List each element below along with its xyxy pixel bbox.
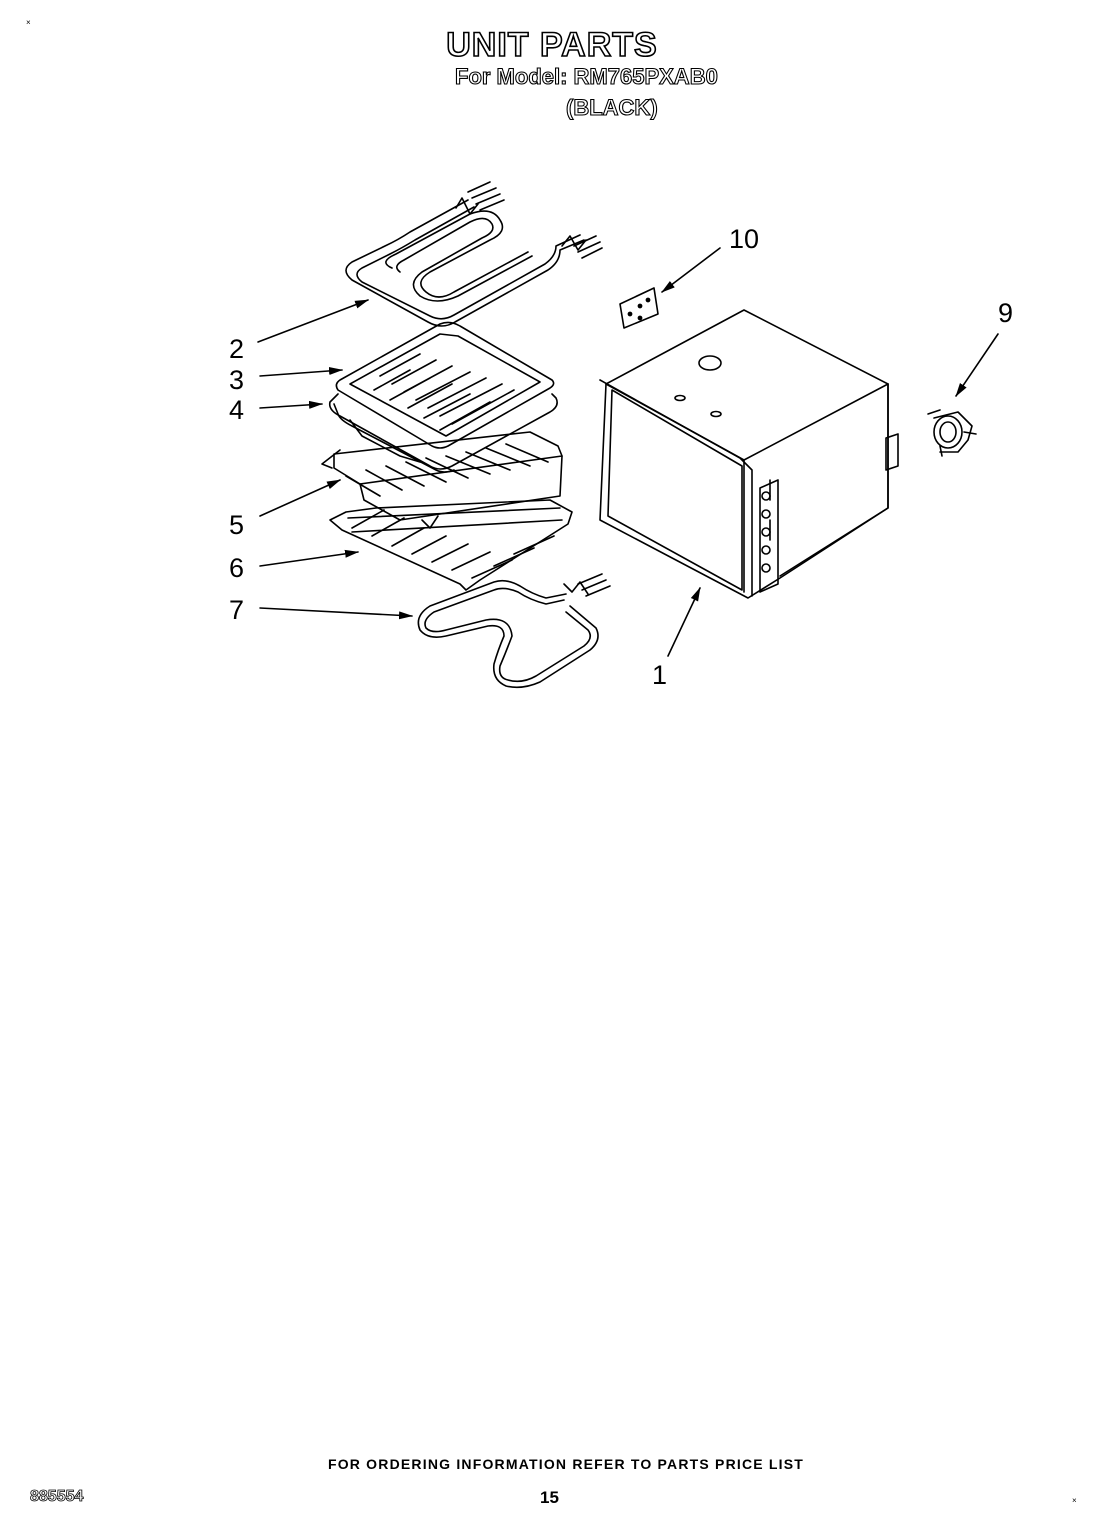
model-color: (BLACK) <box>565 94 658 120</box>
clamp-bracket <box>927 409 977 457</box>
spacer-plate <box>619 287 659 329</box>
callout-10: 10 <box>729 224 759 254</box>
bake-element <box>417 573 611 689</box>
callout-labels: 2 3 4 5 6 7 1 10 9 <box>229 224 1013 690</box>
callout-4: 4 <box>229 395 244 425</box>
corner-mark-top: × <box>26 18 31 27</box>
callout-6: 6 <box>229 553 244 583</box>
page-title: UNIT PARTS <box>445 25 658 65</box>
callout-1: 1 <box>652 660 667 690</box>
exploded-parts-diagram: 2 3 4 5 6 7 1 10 9 <box>229 181 1013 690</box>
oven-cavity <box>599 309 899 599</box>
leader-arrows <box>257 247 999 657</box>
corner-mark-bottom: × <box>1072 1496 1077 1505</box>
document-number: 885554 <box>30 1488 84 1506</box>
page-number: 15 <box>540 1488 559 1507</box>
callout-3: 3 <box>229 365 244 395</box>
broil-element <box>345 181 603 327</box>
callout-9: 9 <box>998 298 1013 328</box>
model-number: For Model: RM765PXAB0 <box>454 63 718 89</box>
callout-5: 5 <box>229 510 244 540</box>
upper-oven-rack <box>321 431 563 521</box>
callout-7: 7 <box>229 595 244 625</box>
broiler-pan-grid <box>335 321 555 449</box>
ordering-info: FOR ORDERING INFORMATION REFER TO PARTS … <box>327 1456 805 1472</box>
callout-2: 2 <box>229 334 244 364</box>
lower-oven-rack <box>329 499 573 591</box>
